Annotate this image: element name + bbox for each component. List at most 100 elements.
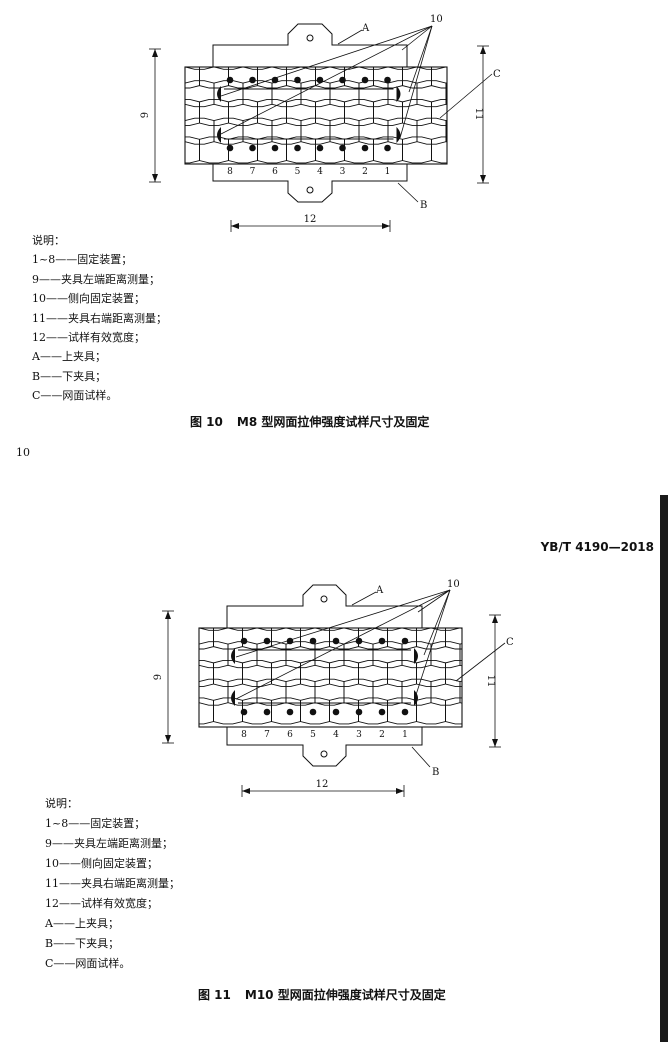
upper-clamp <box>212 23 408 67</box>
side-fixing-devices <box>231 648 418 706</box>
mesh-sample <box>142 62 447 164</box>
mesh-cell <box>430 678 461 706</box>
upper-clamp-hole <box>320 595 328 603</box>
label-b: B <box>420 200 427 211</box>
mesh-cell <box>445 628 462 650</box>
mesh-cell <box>257 136 287 164</box>
mesh-cell <box>199 681 200 704</box>
upper-clamp <box>226 584 423 628</box>
position-label: 7 <box>250 167 256 177</box>
mesh-cell <box>285 628 316 631</box>
fixing-device-peg <box>384 144 391 152</box>
mesh-cell <box>227 628 258 631</box>
mesh-cell <box>315 98 345 126</box>
mesh-cell <box>387 659 417 687</box>
mesh-cell <box>257 67 287 89</box>
upper-clamp-hole <box>306 34 314 42</box>
fixing-device-peg <box>249 76 256 84</box>
mesh-cell <box>329 67 360 70</box>
fixing-device-peg <box>294 144 301 152</box>
fixing-device-peg <box>316 76 324 84</box>
page-number: 10 <box>16 446 30 459</box>
figure-10-title: M8 型网面拉伸强度试样尺寸及固定 <box>236 415 430 429</box>
legend-item: 11——夹具右端距离测量； <box>45 877 180 890</box>
label-a: A <box>375 585 384 596</box>
label-12: 12 <box>304 214 317 225</box>
mesh-cell <box>445 119 447 143</box>
mesh-cell <box>199 628 214 650</box>
mesh-cell <box>300 628 330 650</box>
mesh-cell <box>416 697 446 725</box>
fixing-device-peg <box>309 708 317 716</box>
fixing-device-peg <box>355 708 363 716</box>
mesh-cell <box>387 80 418 108</box>
legend-figure-10: 说明： 1~8——固定装置； 9——夹具左端距离测量； 10——侧向固定装置； … <box>32 231 167 406</box>
mesh-cell <box>416 117 447 145</box>
label-b: B <box>432 767 439 778</box>
legend-item: C——网面试样。 <box>45 957 131 970</box>
mesh-cell <box>228 67 258 89</box>
mesh-cell <box>213 67 244 70</box>
fixing-device-peg <box>226 144 234 152</box>
mesh-cell <box>445 697 462 725</box>
mesh-cell <box>242 659 272 687</box>
fixing-device-peg <box>401 637 409 645</box>
mesh-cell <box>156 623 185 649</box>
mesh-cell <box>358 80 389 108</box>
mesh-cell <box>199 67 229 89</box>
mesh-cell <box>199 659 214 687</box>
mesh-cell <box>300 67 331 70</box>
mesh-cell <box>401 641 432 669</box>
figure-11-title: M10 型网面拉伸强度试样尺寸及固定 <box>244 988 446 1002</box>
fixing-device-peg <box>378 708 386 716</box>
fixing-device-peg <box>332 708 340 716</box>
mesh-cell <box>142 137 171 163</box>
legend-title: 说明： <box>45 797 78 810</box>
mesh-cell <box>329 117 360 145</box>
legend-item: 10——侧向固定装置； <box>45 857 158 870</box>
legend-item: A——上夹具； <box>45 917 119 930</box>
legend-item: B——下夹具； <box>45 937 120 950</box>
dimension-9: 9 <box>153 610 174 744</box>
mesh-cell <box>227 678 258 706</box>
position-label: 8 <box>241 730 247 740</box>
lower-clamp <box>226 727 423 767</box>
mesh-cell <box>416 80 447 108</box>
mesh-cell <box>373 67 403 89</box>
mesh-cell <box>372 628 403 631</box>
fixing-device-peg <box>309 637 317 645</box>
mesh-cell <box>286 98 316 126</box>
mesh-cell <box>285 641 316 669</box>
mesh-cell <box>199 628 229 631</box>
mesh-cell <box>343 641 374 669</box>
leader-lines <box>235 589 506 768</box>
mesh-cell <box>315 136 345 164</box>
mesh-cell <box>156 660 185 686</box>
position-label: 3 <box>356 730 362 740</box>
legend-item: 9——夹具左端距离测量； <box>32 272 160 286</box>
label-12: 12 <box>316 779 329 790</box>
dimension-12: 12 <box>241 779 405 797</box>
mesh-cell <box>358 628 388 650</box>
fixing-device-peg <box>240 637 248 645</box>
mesh-cell <box>401 678 432 706</box>
mesh-cell <box>213 659 243 687</box>
mesh-cell <box>199 628 200 629</box>
mesh-cell <box>242 697 272 725</box>
mesh-cell <box>271 117 302 145</box>
position-label: 6 <box>287 730 293 740</box>
mesh-cell <box>300 117 331 145</box>
fixing-devices <box>226 76 391 152</box>
lower-clamp-hole <box>306 186 314 194</box>
fixing-device-peg <box>339 76 346 84</box>
mesh-cell <box>343 678 374 706</box>
mesh-cell <box>285 678 316 706</box>
mesh-cell <box>329 697 359 725</box>
mesh-cell <box>142 62 171 88</box>
legend-item: C——网面试样。 <box>32 389 118 403</box>
legend-title: 说明： <box>32 234 65 247</box>
legend-item: 1~8——固定装置； <box>32 253 133 267</box>
legend-item: 12——试样有效宽度； <box>45 897 158 910</box>
fixing-device-peg <box>355 637 363 645</box>
position-label: 4 <box>317 167 323 177</box>
